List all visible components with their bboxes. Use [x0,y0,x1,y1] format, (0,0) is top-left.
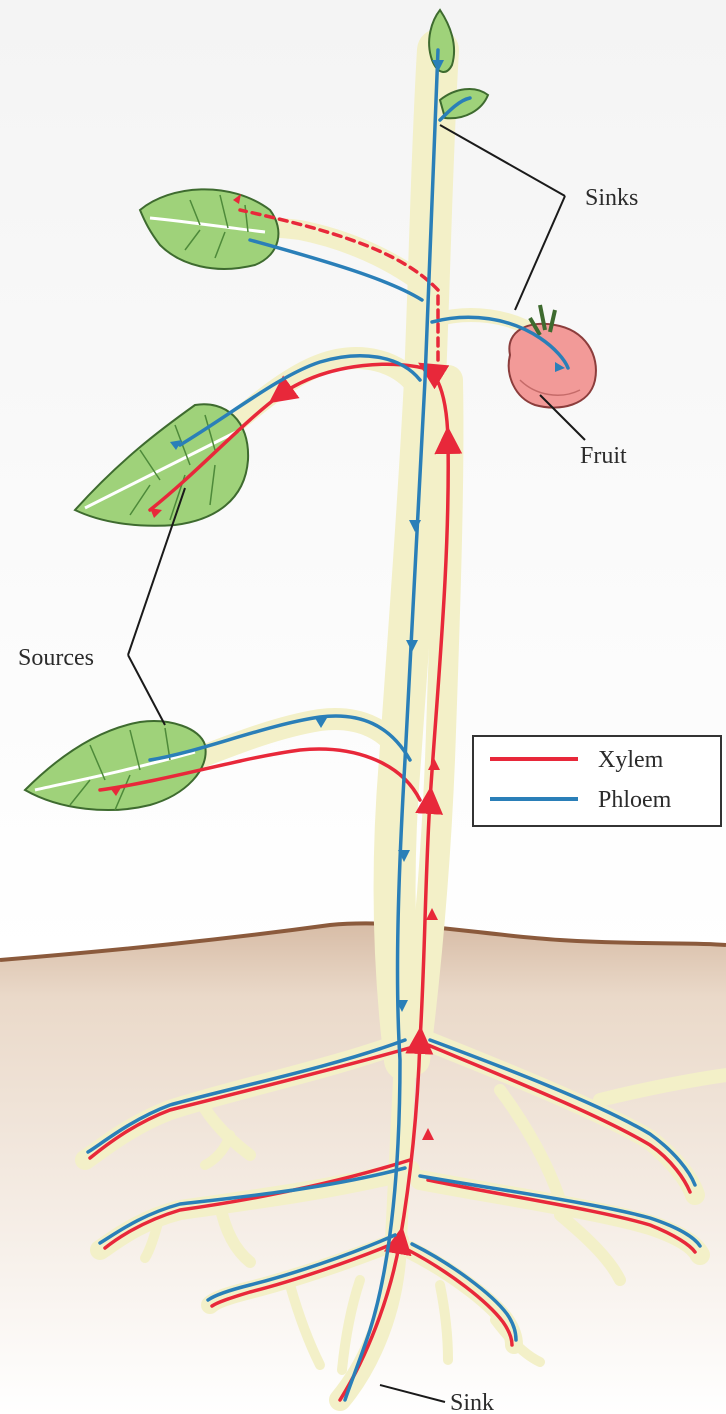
label-sources: Sources [18,645,94,671]
legend: Xylem Phloem [473,736,721,826]
label-sink: Sink [450,1390,494,1414]
legend-box [473,736,721,826]
label-sinks: Sinks [585,185,638,211]
legend-phloem-label: Phloem [598,787,672,813]
legend-xylem-label: Xylem [598,747,664,773]
soil [0,923,726,1414]
label-fruit: Fruit [580,443,627,469]
